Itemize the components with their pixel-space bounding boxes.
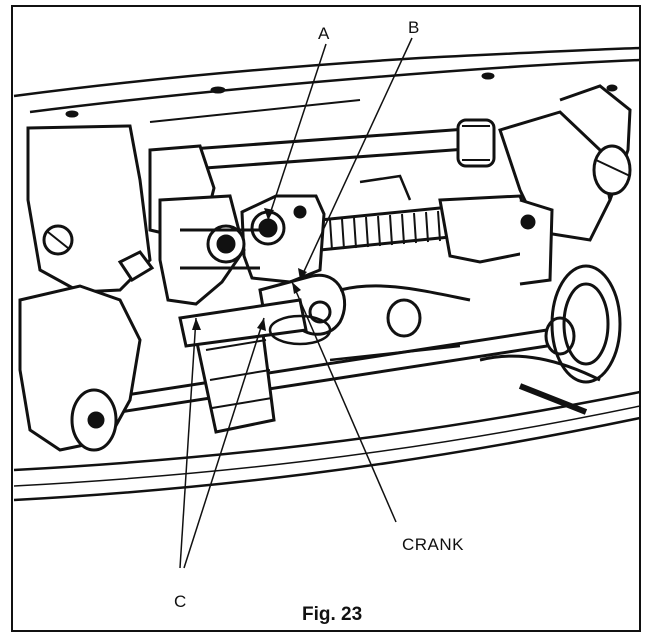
callout-leaders <box>179 37 413 569</box>
callout-b-label: B <box>408 18 420 37</box>
left-mechanism <box>26 124 260 306</box>
callout-a-label: A <box>318 24 330 43</box>
callout-c-label: C <box>174 592 187 611</box>
top-plate-details <box>65 72 618 123</box>
right-housing <box>498 84 632 242</box>
lower-left-housing <box>18 284 308 452</box>
lower-right-disc <box>479 264 622 384</box>
figure-frame <box>11 5 641 632</box>
spring-assembly <box>319 194 554 286</box>
center-features <box>268 174 461 362</box>
figure-caption: Fig. 23 <box>302 604 363 625</box>
callout-arrowheads <box>192 208 307 331</box>
callout-crank-label: CRANK <box>402 535 465 554</box>
machine-bed <box>13 46 641 502</box>
